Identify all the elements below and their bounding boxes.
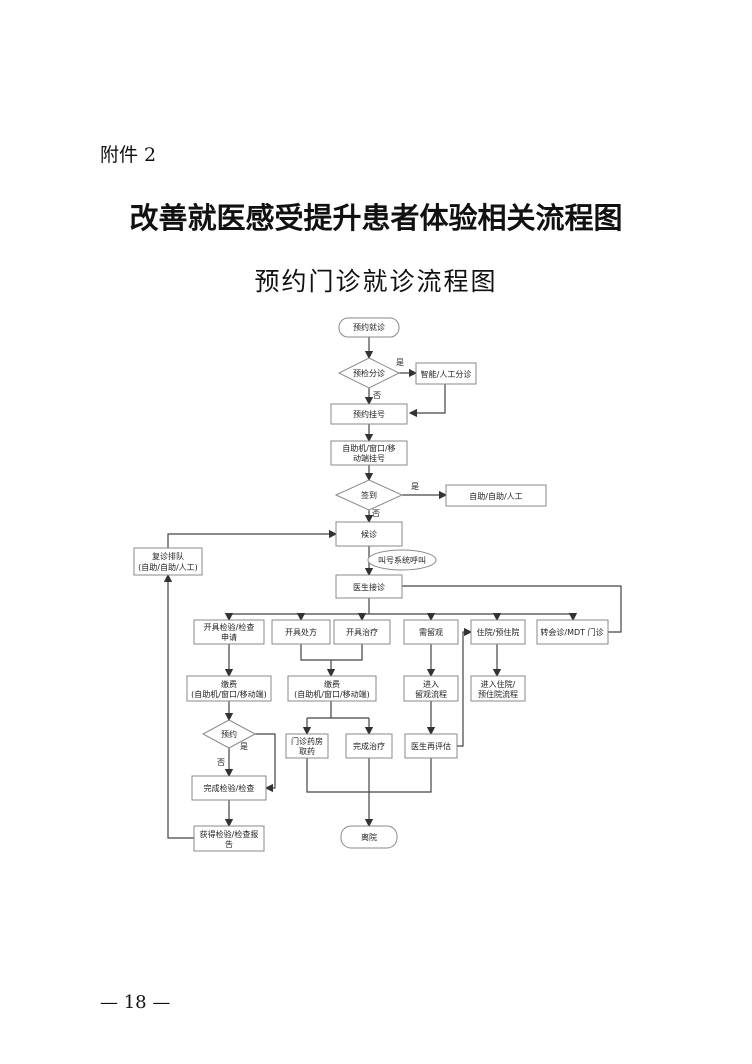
- svg-text:(自助机/窗口/移动端): (自助机/窗口/移动端): [191, 689, 267, 699]
- svg-text:留观流程: 留观流程: [415, 689, 447, 699]
- svg-text:缴费: 缴费: [221, 679, 237, 689]
- node-requeue: 复诊排队 (自助/自助/人工): [133, 547, 203, 576]
- node-triage: 预检分诊: [337, 357, 401, 389]
- svg-text:住院/预住院: 住院/预住院: [477, 627, 520, 637]
- svg-text:智能/人工分诊: 智能/人工分诊: [421, 369, 472, 379]
- node-mdt: 转会诊/MDT 门诊: [536, 619, 609, 645]
- svg-text:开具检验/检查: 开具检验/检查: [204, 622, 255, 632]
- svg-text:签到: 签到: [361, 490, 377, 500]
- node-inpatient-flow: 进入住院/ 预住院流程: [470, 675, 526, 702]
- connectors: [163, 337, 622, 839]
- svg-text:申请: 申请: [221, 632, 237, 642]
- node-payment-rx: 缴费 (自助机/窗口/移动端): [287, 675, 377, 702]
- svg-text:(自助/自助/人工): (自助/自助/人工): [138, 562, 198, 572]
- page-number: — 18 —: [100, 992, 171, 1013]
- node-call-system: 叫号系统呼叫: [367, 549, 437, 571]
- node-done-treatment: 完成治疗: [345, 733, 393, 759]
- svg-text:门诊药房: 门诊药房: [291, 736, 323, 746]
- node-start: 预约就诊: [338, 317, 400, 338]
- node-treatment: 开具治疗: [333, 619, 391, 645]
- node-kiosk-register: 自助机/窗口/移 动端挂号: [330, 440, 408, 466]
- svg-text:进入: 进入: [423, 680, 439, 689]
- svg-text:完成检验/检查: 完成检验/检查: [204, 783, 255, 793]
- node-appointment: 预约: [201, 719, 257, 749]
- svg-text:需留观: 需留观: [419, 627, 443, 637]
- node-checkin: 签到: [334, 479, 404, 511]
- svg-text:自助机/窗口/移: 自助机/窗口/移: [342, 443, 395, 453]
- svg-text:缴费: 缴费: [324, 679, 340, 689]
- flowchart-title: 预约门诊就诊流程图: [254, 267, 498, 296]
- node-prescription: 开具处方: [271, 619, 331, 645]
- node-wait: 候诊: [335, 521, 403, 547]
- node-done-exam: 完成检验/检查: [191, 775, 267, 801]
- node-register: 预约挂号: [330, 403, 408, 425]
- node-smart-triage: 智能/人工分诊: [415, 362, 477, 385]
- svg-text:医生再评估: 医生再评估: [411, 741, 451, 751]
- svg-text:转会诊/MDT 门诊: 转会诊/MDT 门诊: [540, 627, 603, 637]
- svg-text:获得检验/检查报: 获得检验/检查报: [200, 829, 259, 839]
- document-title: 改善就医感受提升患者体验相关流程图: [129, 201, 623, 235]
- node-inpatient: 住院/预住院: [470, 619, 526, 645]
- svg-text:预约: 预约: [221, 729, 237, 739]
- node-observe-flow: 进入 留观流程: [403, 675, 459, 702]
- label-no: 否: [372, 509, 380, 518]
- node-selfhelp: 自助/自助/人工: [445, 484, 547, 507]
- svg-text:预约挂号: 预约挂号: [353, 409, 385, 419]
- annex-label: 附件 2: [100, 144, 157, 166]
- svg-text:离院: 离院: [361, 832, 377, 842]
- svg-text:预约就诊: 预约就诊: [353, 322, 385, 332]
- svg-text:自助/自助/人工: 自助/自助/人工: [469, 491, 522, 501]
- node-doctor: 医生接诊: [335, 574, 403, 599]
- svg-text:开具治疗: 开具治疗: [346, 627, 378, 637]
- svg-text:开具处方: 开具处方: [285, 627, 317, 637]
- node-observe: 需留观: [403, 619, 459, 645]
- label-no: 否: [217, 758, 225, 767]
- node-leave: 离院: [340, 825, 398, 849]
- svg-text:完成治疗: 完成治疗: [353, 741, 385, 751]
- node-report: 获得检验/检查报 告: [193, 825, 265, 852]
- svg-text:预检分诊: 预检分诊: [353, 368, 385, 378]
- svg-text:(自助机/窗口/移动端): (自助机/窗口/移动端): [294, 689, 370, 699]
- svg-text:候诊: 候诊: [361, 529, 377, 539]
- svg-text:预住院流程: 预住院流程: [478, 689, 518, 699]
- label-yes: 是: [240, 742, 248, 751]
- svg-text:动端挂号: 动端挂号: [353, 453, 385, 463]
- node-pharmacy: 门诊药房 取药: [285, 733, 329, 759]
- node-reevaluate: 医生再评估: [404, 733, 458, 759]
- label-yes: 是: [396, 358, 404, 367]
- node-exam-request: 开具检验/检查 申请: [193, 619, 265, 645]
- node-payment-exam: 缴费 (自助机/窗口/移动端): [186, 675, 272, 702]
- svg-text:复诊排队: 复诊排队: [152, 551, 184, 561]
- svg-text:取药: 取药: [299, 746, 315, 756]
- label-no: 否: [373, 391, 381, 400]
- label-yes: 是: [411, 482, 419, 491]
- svg-text:叫号系统呼叫: 叫号系统呼叫: [378, 555, 426, 565]
- svg-text:告: 告: [225, 839, 233, 849]
- svg-text:医生接诊: 医生接诊: [353, 582, 385, 592]
- svg-text:进入住院/: 进入住院/: [481, 679, 516, 689]
